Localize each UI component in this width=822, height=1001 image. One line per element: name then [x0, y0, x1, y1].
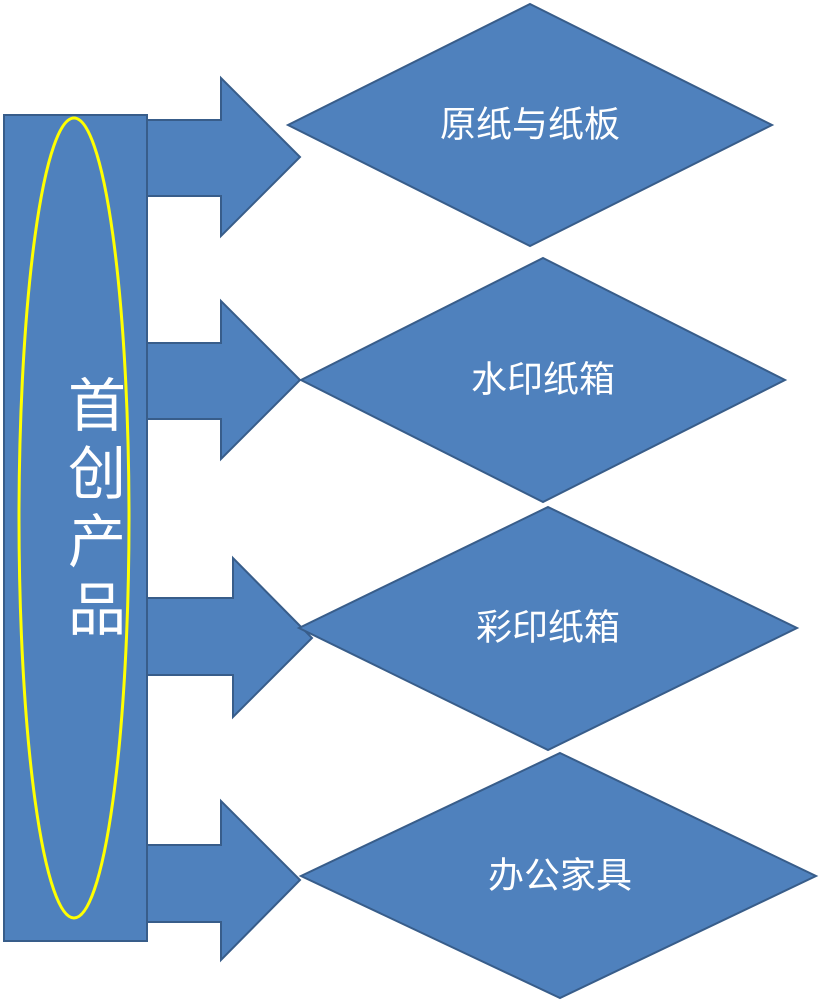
source-label: 首创产品: [58, 375, 126, 647]
arrow-to-product-2: [145, 298, 302, 462]
arrow-to-product-1: [145, 75, 302, 239]
product-label-4: 办公家具: [488, 856, 632, 897]
product-label-2: 水印纸箱: [471, 360, 615, 401]
product-diamond-4: [298, 751, 819, 1000]
product-diamond-2: [298, 256, 788, 504]
arrow-to-product-4: [145, 798, 302, 963]
product-diamond-3: [296, 505, 800, 752]
product-diamond-1: [285, 2, 775, 248]
arrow-to-product-3: [145, 555, 314, 720]
product-label-3: 彩印纸箱: [476, 608, 620, 649]
product-label-1: 原纸与纸板: [440, 105, 620, 146]
source-highlight-ellipse: [17, 116, 131, 920]
source-bar: [3, 114, 148, 942]
